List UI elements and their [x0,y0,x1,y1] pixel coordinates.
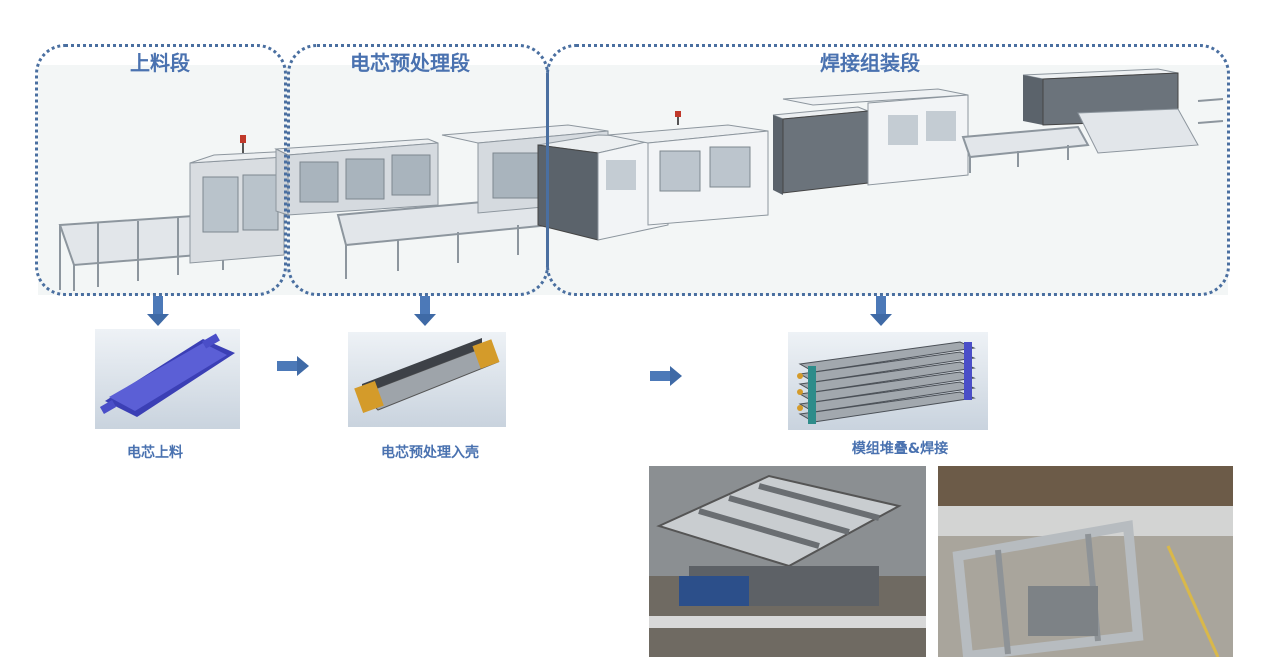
down-arrow-loading [147,296,169,328]
stacking-machine [607,111,769,226]
factory-photo-assembly-frame [938,466,1233,657]
down-arrow-pretreatment [414,296,436,328]
step-label-cell-casing: 电芯预处理入壳 [381,445,479,461]
segment-box-welding-assembly [546,44,1230,296]
step-label-cell-loading: 电芯上料 [127,445,183,461]
module-stack-image [788,332,988,430]
segment-title-welding-assembly: 焊接组装段 [820,51,920,75]
segment-box-pretreatment [287,44,549,296]
step-label-module-stacking: 模组堆叠&焊接 [851,441,949,457]
down-arrow-welding [870,296,892,328]
factory-photo-stacking-fixture [649,466,926,657]
segment-title-pretreatment: 电芯预处理段 [350,51,470,75]
production-line-illustration [58,68,1224,291]
segment-box-loading [35,44,287,296]
final-assembly-machine [1022,68,1224,154]
pretreatment-machine [274,138,439,216]
segment-title-loading: 上料段 [130,51,190,75]
production-line-photo [38,65,1228,295]
right-arrow-1 [277,356,311,376]
welding-station [772,88,969,195]
assembly-conveyor [961,125,1090,173]
battery-cell-image [95,329,240,429]
right-arrow-2 [650,366,684,386]
cell-in-shell-image [348,332,506,427]
